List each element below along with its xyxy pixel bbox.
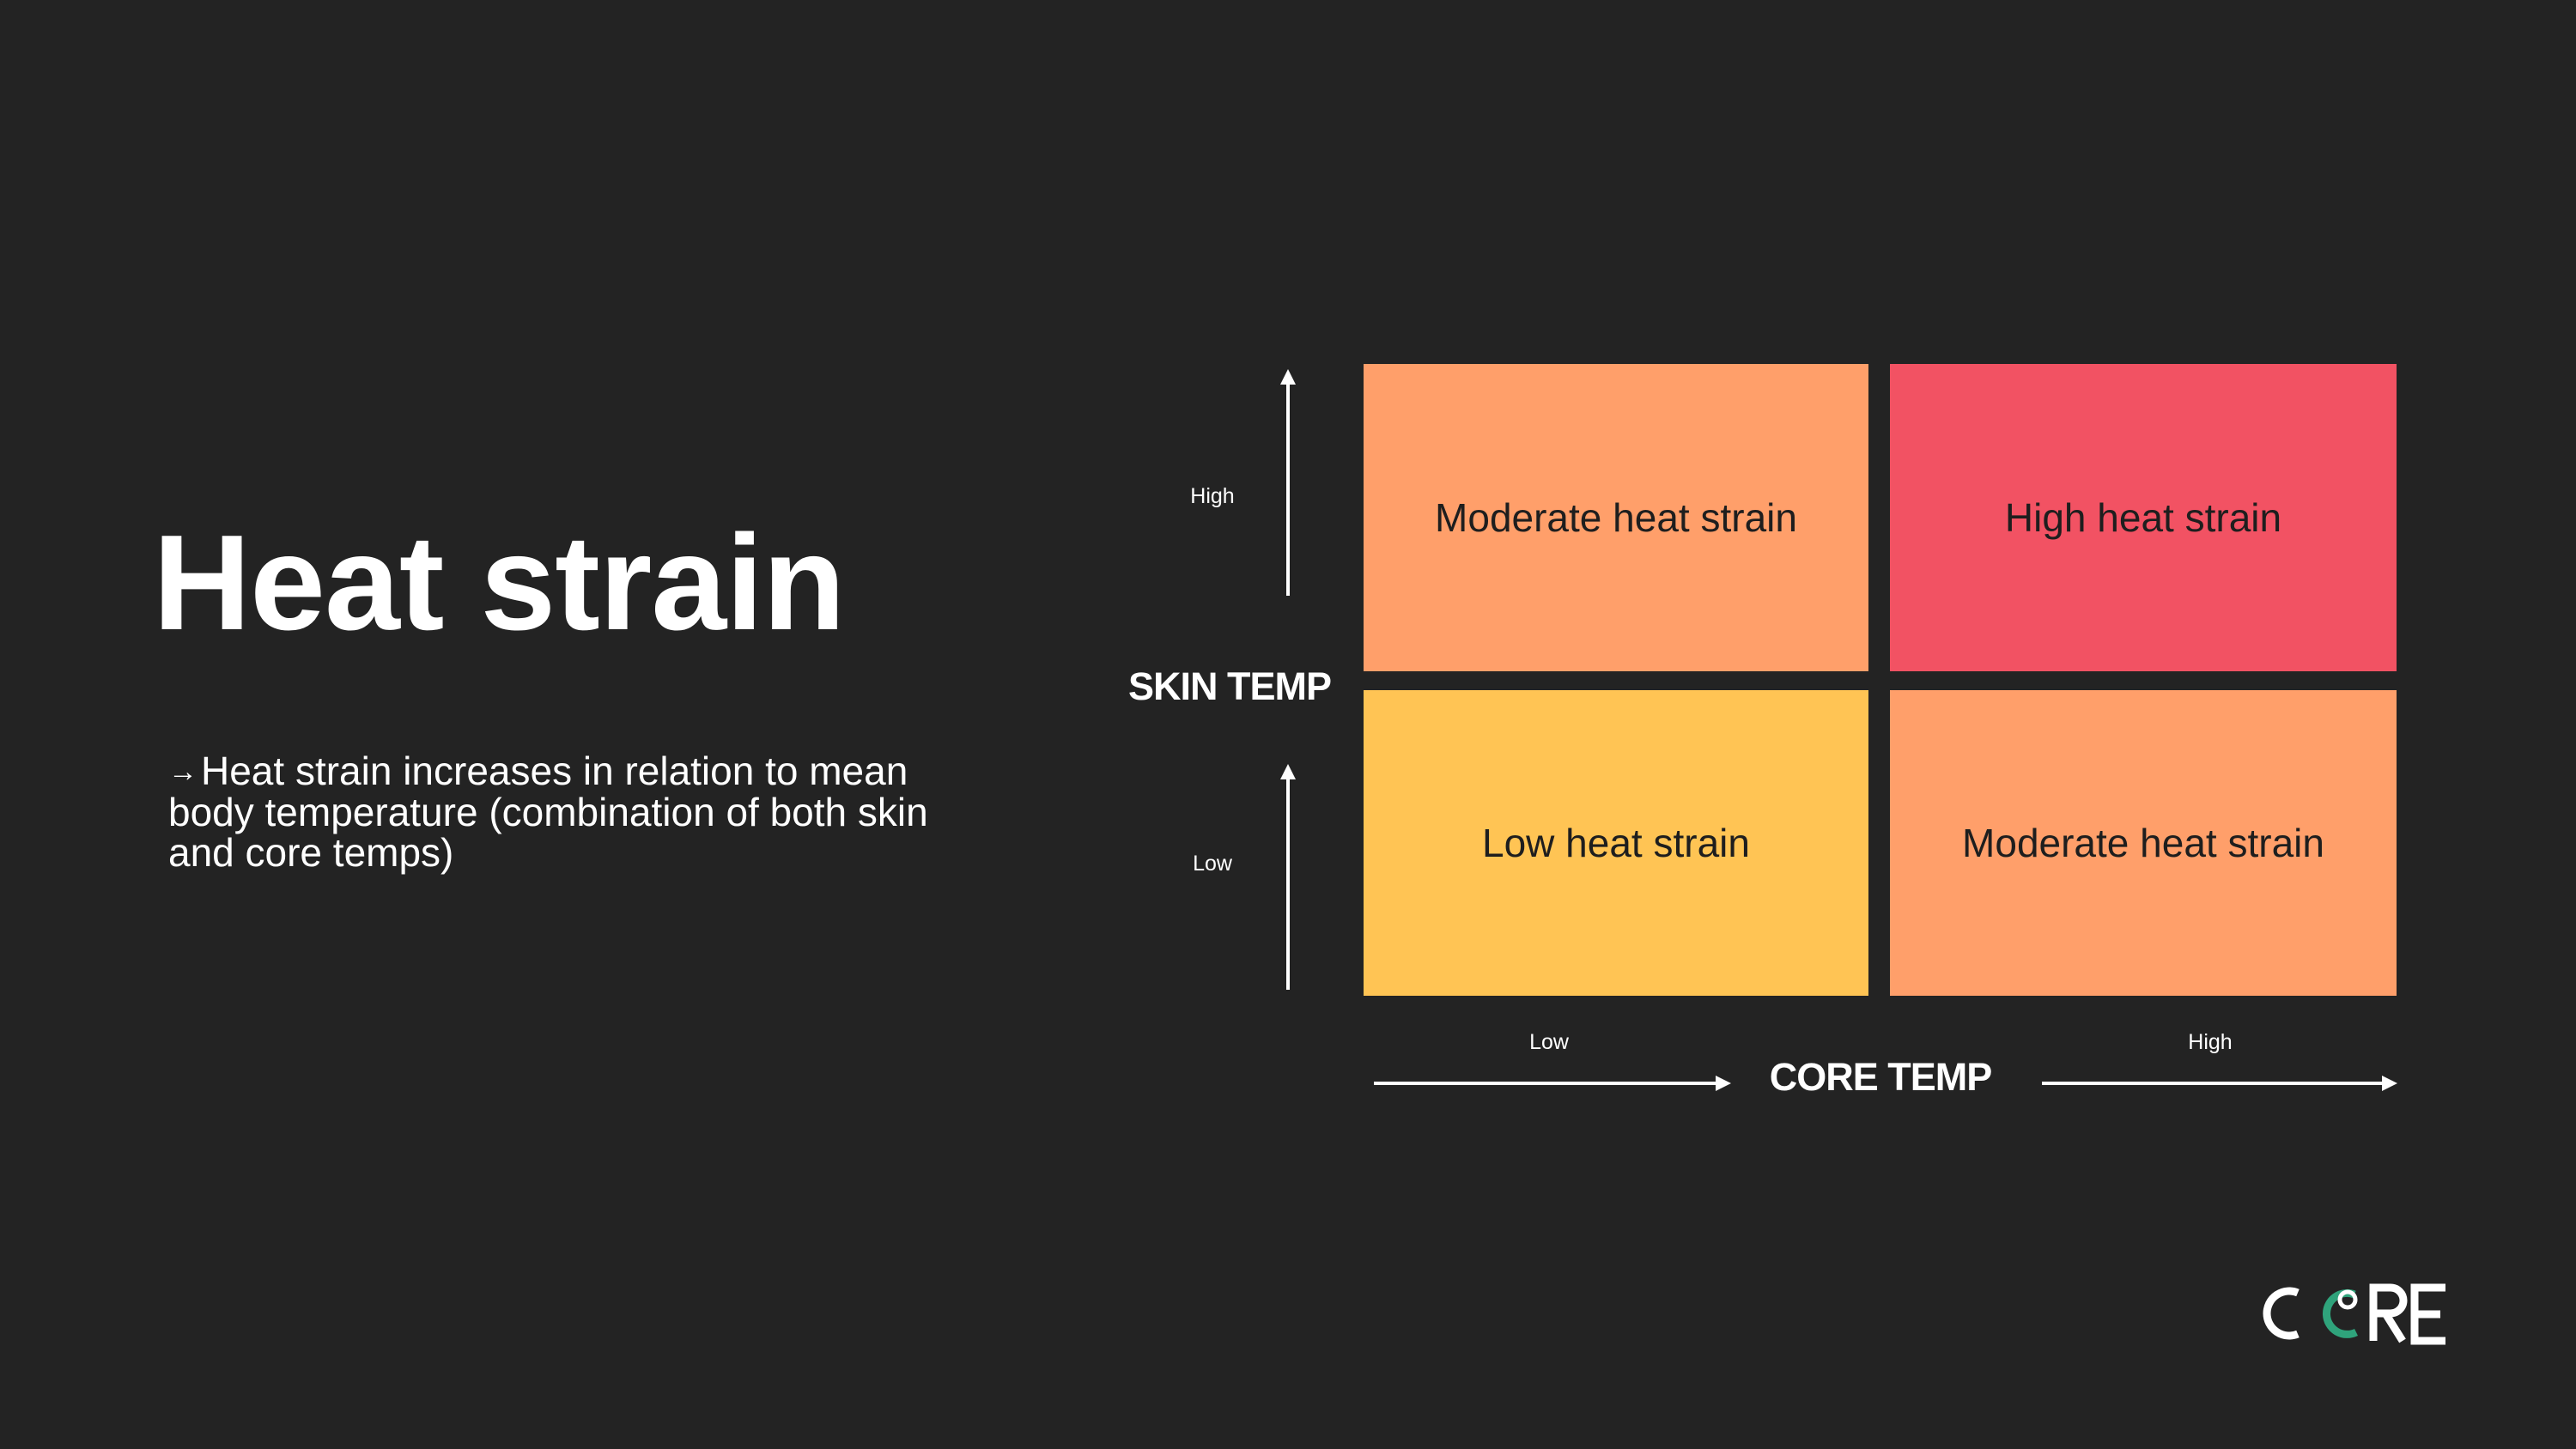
cell-high-heat-strain: High heat strain — [1890, 364, 2397, 671]
x-axis-low-label: Low — [1529, 1030, 1569, 1054]
y-axis-title: SKIN TEMP — [1127, 664, 1332, 708]
x-axis-arrow-left — [1374, 1076, 1731, 1091]
x-axis-high-label: High — [2188, 1030, 2233, 1054]
page-title: Heat strain — [153, 507, 846, 658]
bullet-text: Heat strain increases in relation to mea… — [168, 749, 928, 875]
cell-low-heat-strain: Low heat strain — [1364, 690, 1868, 996]
bullet-point: →Heat strain increases in relation to me… — [168, 751, 941, 873]
core-logo — [2255, 1281, 2452, 1350]
cell-moderate-heat-strain-bottom: Moderate heat strain — [1890, 690, 2397, 996]
x-axis-arrow-right — [2042, 1076, 2397, 1091]
y-axis-low-label: Low — [1193, 852, 1232, 876]
x-axis-title: CORE TEMP — [1769, 1055, 1993, 1099]
y-axis-high-label: High — [1190, 484, 1235, 508]
arrow-right-icon: → — [168, 755, 197, 788]
y-axis-arrow-lower — [1280, 764, 1296, 990]
core-logo-mark — [2263, 1283, 2445, 1345]
y-axis-arrow-upper — [1280, 369, 1296, 596]
cell-moderate-heat-strain-top: Moderate heat strain — [1364, 364, 1868, 671]
